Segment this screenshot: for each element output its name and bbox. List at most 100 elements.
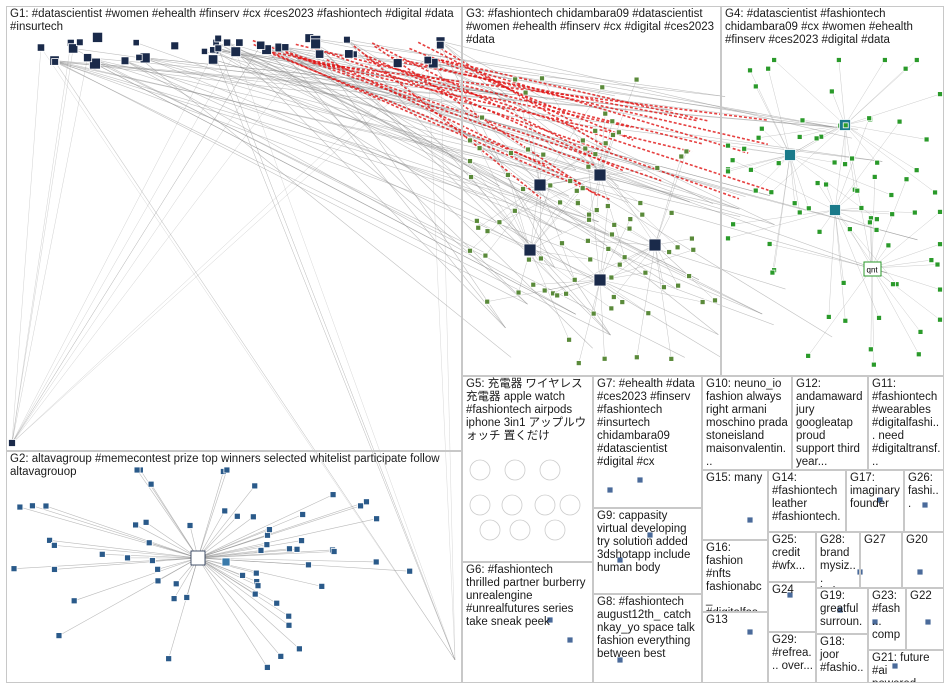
g4-node[interactable]: [842, 161, 848, 168]
g2-secondary-node[interactable]: [221, 557, 231, 567]
g1-node[interactable]: [392, 58, 403, 68]
g2-node[interactable]: [249, 513, 257, 521]
g3-node[interactable]: [611, 221, 618, 228]
g3-node[interactable]: [645, 310, 652, 317]
g2-node[interactable]: [133, 466, 141, 474]
g3-node[interactable]: [602, 110, 609, 117]
g2-node[interactable]: [233, 512, 241, 520]
g4-hub-node[interactable]: [829, 204, 841, 216]
g4-node[interactable]: [870, 361, 877, 368]
g2-node[interactable]: [172, 580, 180, 588]
g4-node[interactable]: [896, 118, 903, 125]
g4-node[interactable]: [814, 180, 821, 186]
g2-node[interactable]: [305, 561, 312, 569]
g1-node[interactable]: [214, 34, 222, 43]
g2-node[interactable]: [16, 503, 24, 511]
g4-node[interactable]: [867, 219, 873, 226]
g4-node[interactable]: [758, 125, 765, 132]
small-group-node[interactable]: [606, 486, 614, 494]
g3-node[interactable]: [539, 75, 545, 82]
g3-node[interactable]: [559, 240, 565, 247]
g2-hub-node[interactable]: [190, 550, 206, 566]
g1-node[interactable]: [207, 54, 219, 65]
g3-node[interactable]: [475, 224, 482, 231]
g3-node[interactable]: [592, 151, 599, 158]
g2-node[interactable]: [186, 522, 194, 529]
g3-node[interactable]: [610, 132, 616, 138]
g4-node[interactable]: [937, 241, 943, 248]
g4-node[interactable]: [882, 57, 888, 63]
g1-node[interactable]: [132, 39, 140, 47]
g2-node[interactable]: [372, 558, 380, 566]
g2-node[interactable]: [46, 536, 53, 544]
g4-node[interactable]: [828, 88, 835, 95]
g2-node[interactable]: [170, 595, 178, 603]
g3-node[interactable]: [467, 247, 473, 254]
g3-node[interactable]: [467, 158, 473, 165]
g4-node[interactable]: [747, 67, 753, 74]
g1-node[interactable]: [230, 46, 242, 58]
isolated-node[interactable]: [8, 439, 16, 447]
g3-node[interactable]: [482, 252, 489, 259]
g3-node[interactable]: [467, 137, 473, 144]
g3-node[interactable]: [566, 336, 572, 343]
g2-node[interactable]: [239, 572, 246, 579]
g1-node[interactable]: [83, 53, 93, 63]
g2-node[interactable]: [298, 537, 305, 545]
g4-node[interactable]: [889, 211, 896, 218]
g4-node[interactable]: [890, 281, 896, 288]
g2-node[interactable]: [149, 557, 156, 564]
g3-node[interactable]: [633, 76, 640, 83]
g2-node[interactable]: [266, 526, 273, 534]
g3-node[interactable]: [511, 207, 518, 214]
g3-node[interactable]: [604, 203, 611, 209]
small-group-node[interactable]: [616, 656, 624, 664]
g4-node[interactable]: [835, 57, 842, 63]
g1-node[interactable]: [223, 38, 232, 47]
g3-node[interactable]: [593, 207, 600, 213]
g3-node[interactable]: [621, 254, 628, 261]
g2-node[interactable]: [223, 466, 231, 474]
g3-node[interactable]: [599, 84, 606, 91]
g2-node[interactable]: [277, 652, 285, 660]
g4-node[interactable]: [823, 181, 829, 188]
g3-node[interactable]: [668, 355, 675, 362]
g4-node[interactable]: [902, 65, 909, 72]
g4-node[interactable]: [842, 122, 849, 129]
g3-node[interactable]: [567, 178, 574, 184]
g3-node[interactable]: [468, 174, 474, 180]
g2-node[interactable]: [286, 545, 293, 553]
g3-node[interactable]: [601, 355, 608, 362]
g3-node[interactable]: [602, 140, 609, 147]
g3-node[interactable]: [627, 216, 634, 223]
g3-node[interactable]: [616, 129, 622, 136]
g2-node[interactable]: [124, 554, 131, 562]
g1-node[interactable]: [343, 35, 351, 44]
g4-node[interactable]: [934, 261, 941, 268]
g2-node[interactable]: [10, 565, 18, 573]
g3-node[interactable]: [610, 294, 617, 300]
g2-node[interactable]: [183, 594, 191, 601]
g3-node[interactable]: [585, 237, 591, 244]
g1-node[interactable]: [423, 55, 433, 65]
g3-node[interactable]: [526, 256, 532, 263]
g4-node[interactable]: [846, 226, 853, 233]
g3-node[interactable]: [538, 255, 544, 262]
g1-node[interactable]: [436, 40, 445, 50]
g4-node[interactable]: [769, 269, 776, 276]
g4-node[interactable]: [849, 155, 855, 162]
g4-node[interactable]: [813, 135, 820, 142]
g4-node[interactable]: [915, 351, 922, 358]
small-group-node[interactable]: [916, 568, 924, 576]
g3-node[interactable]: [575, 360, 582, 366]
g4-node[interactable]: [917, 329, 924, 335]
g3-node[interactable]: [579, 137, 586, 144]
g4-node[interactable]: [791, 200, 798, 207]
small-group-node[interactable]: [924, 618, 932, 626]
g3-node[interactable]: [609, 118, 616, 125]
g4-node[interactable]: [805, 352, 812, 359]
g3-node[interactable]: [541, 287, 548, 294]
g4-node[interactable]: [854, 187, 861, 194]
g4-node[interactable]: [873, 216, 880, 223]
g3-node[interactable]: [661, 284, 667, 291]
